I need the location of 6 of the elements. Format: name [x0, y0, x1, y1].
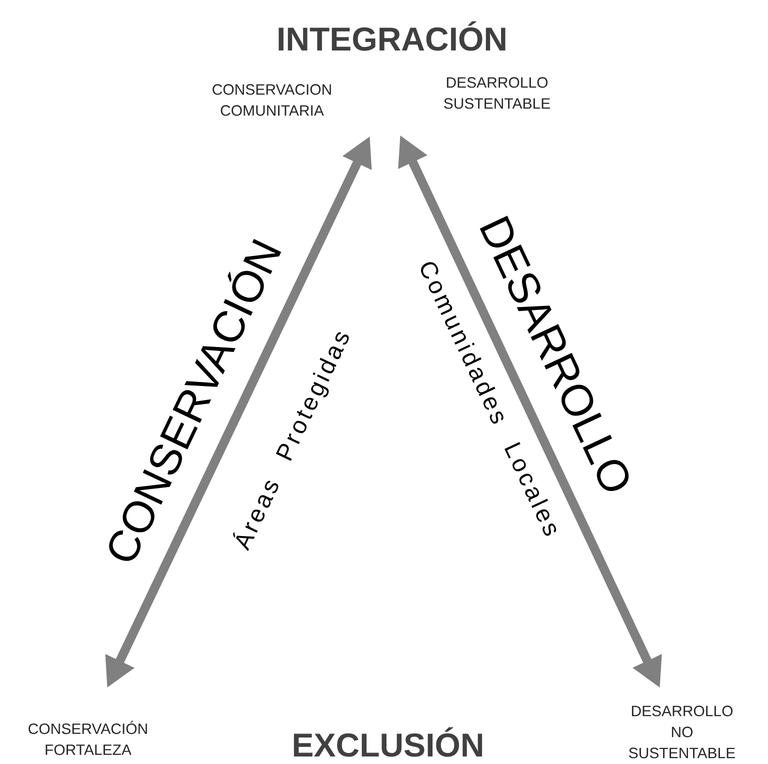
corner-label: CONSERVACIÓN FORTALEZA	[28, 720, 147, 756]
corner-label: DESARROLLO NO SUSTENTABLE	[629, 706, 735, 758]
corner-label: CONSERVACION COMUNITARIA	[212, 84, 331, 116]
title: INTEGRACIÓN	[278, 21, 506, 51]
corner-label: DESARROLLO SUSTENTABLE	[444, 77, 550, 109]
end-label: EXCLUSIÓN	[294, 727, 482, 757]
